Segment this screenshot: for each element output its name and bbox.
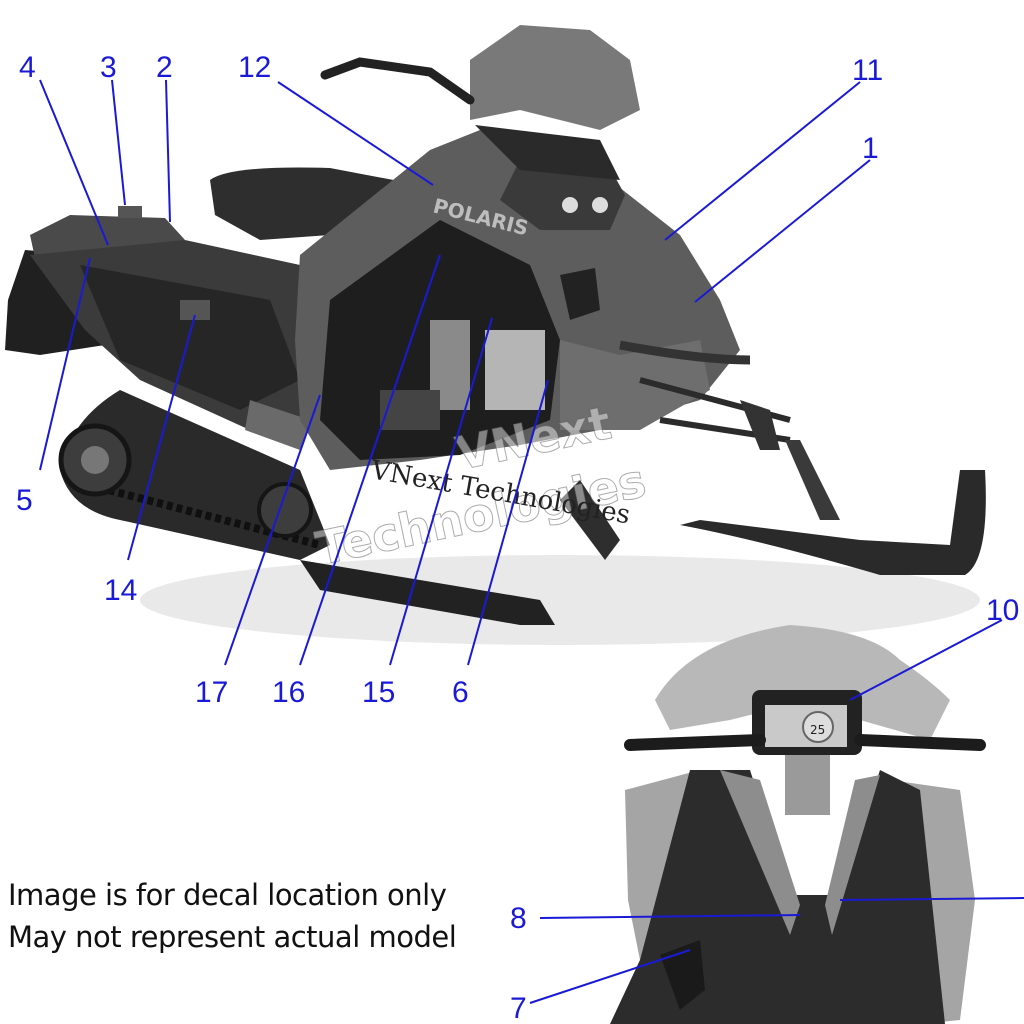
callout-16: 16	[272, 676, 305, 709]
callout-7: 7	[510, 992, 527, 1024]
callout-6: 6	[452, 676, 469, 709]
callout-5: 5	[16, 484, 33, 517]
callout-14: 14	[104, 574, 137, 607]
leader-lines	[39, 79, 1024, 1004]
callout-11: 11	[852, 54, 883, 87]
snowmobile-main-view: POLARIS	[5, 25, 986, 645]
callout-10: 10	[986, 594, 1019, 627]
callout-1: 1	[862, 132, 879, 165]
callout-4: 4	[19, 51, 36, 84]
callout-2: 2	[156, 51, 173, 84]
callout-3: 3	[100, 51, 117, 84]
snowmobile-front-view: 25	[610, 625, 986, 1024]
note-not-actual-model: May not represent actual model	[8, 920, 457, 954]
callout-8: 8	[510, 902, 527, 935]
dash-speed-readout: 25	[810, 723, 825, 737]
callout-12: 12	[238, 51, 271, 84]
callout-labels: 4 3 2 12 11 1 5 14 17 16 15 6 10 8 7	[16, 51, 1019, 1024]
callout-17: 17	[195, 676, 228, 709]
note-decal-location: Image is for decal location only	[8, 878, 447, 912]
callout-15: 15	[362, 676, 395, 709]
